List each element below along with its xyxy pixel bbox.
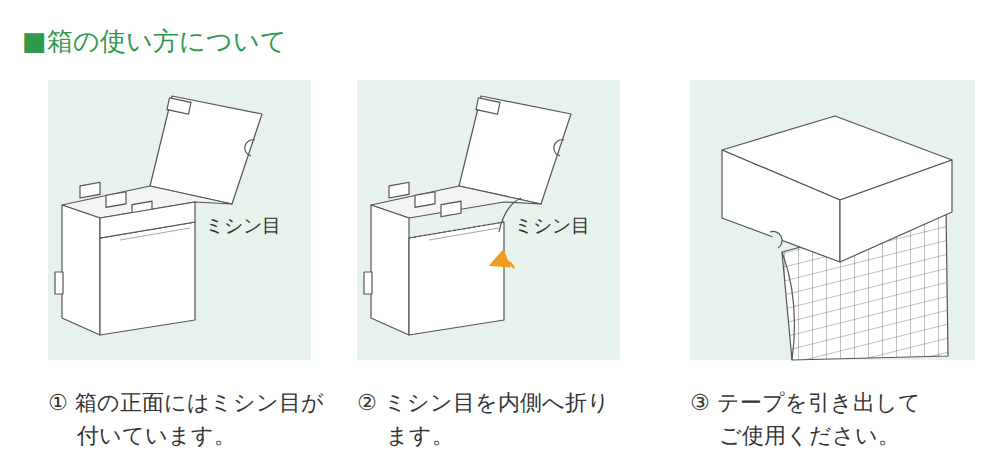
instruction-panel: ③ テープを引き出して ご使用ください。 — [690, 80, 975, 360]
step-caption: ③ テープを引き出して ご使用ください。 — [690, 386, 934, 452]
step-caption: ② ミシン目を内側へ折り ます。 — [357, 386, 619, 452]
instruction-panel: ミシン目② ミシン目を内側へ折り ます。 — [357, 80, 620, 360]
step-caption: ① 箱の正面にはミシン目が 付いています。 — [48, 386, 332, 452]
part-label: ミシン目 — [205, 214, 281, 237]
instruction-panel: ミシン目① 箱の正面にはミシン目が 付いています。 — [48, 80, 311, 360]
part-label: ミシン目 — [514, 214, 590, 237]
heading-title: ■箱の使い方について — [22, 26, 287, 57]
